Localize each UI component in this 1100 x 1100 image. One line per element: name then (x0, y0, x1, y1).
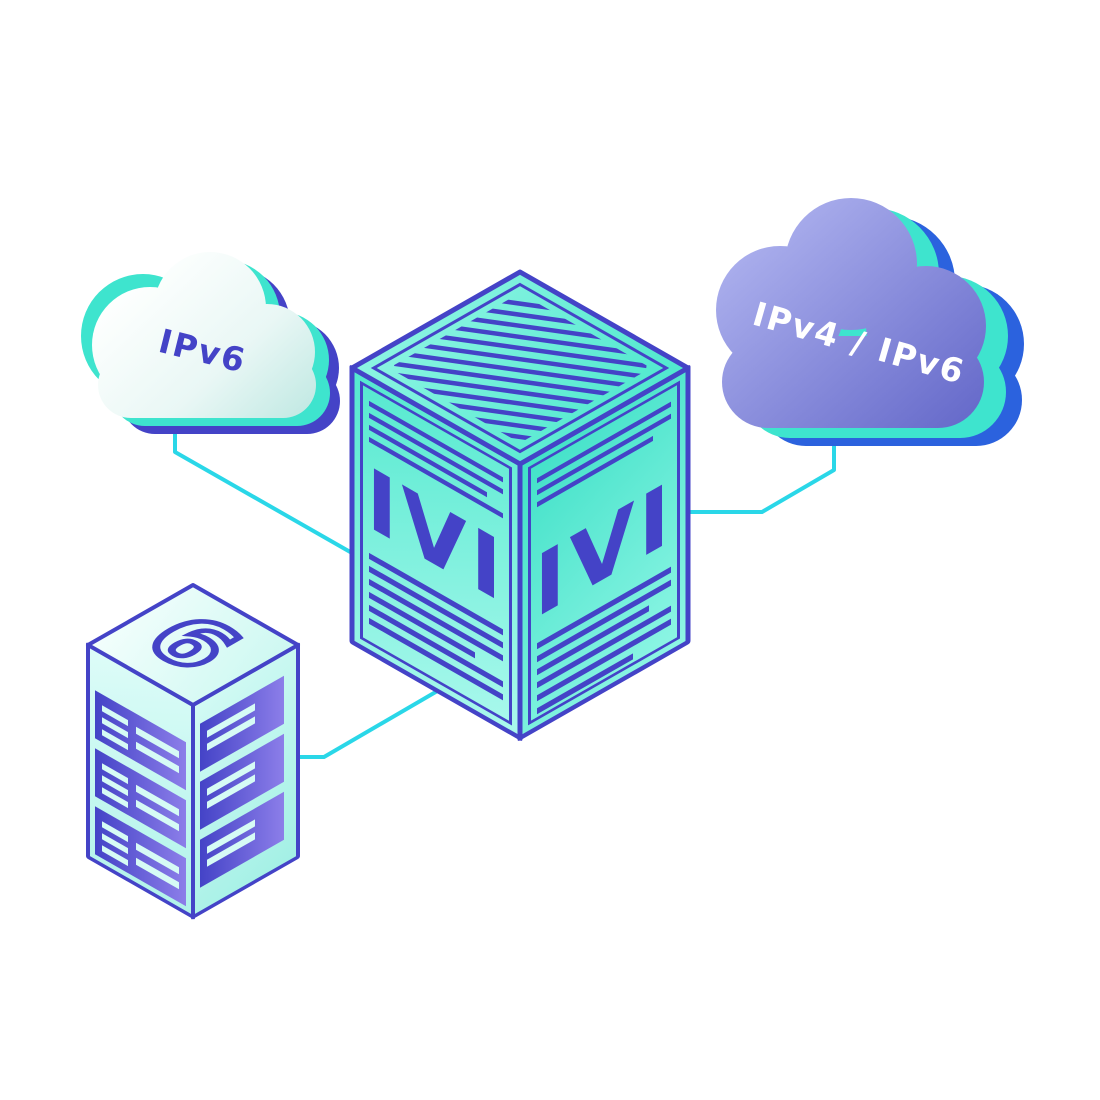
vent-slot (102, 705, 128, 727)
cloud-body (716, 198, 986, 428)
vent-slot (102, 763, 128, 785)
server-right-face (191, 642, 300, 920)
stripe-line (537, 618, 671, 702)
inner-frame (370, 282, 670, 454)
stripe-line (369, 424, 487, 498)
stripe-line (369, 591, 475, 659)
drive-slot (136, 726, 179, 759)
server-unit (200, 733, 284, 830)
stripe-line (369, 578, 503, 662)
drive-slot (207, 819, 255, 854)
stripe-line (537, 605, 671, 689)
stripe-line (537, 435, 653, 508)
stripe-line (369, 436, 503, 519)
server-unit (200, 675, 284, 772)
drive-slot (207, 774, 255, 809)
vent-slot (102, 787, 128, 809)
dual-stack-cloud: IPv4 / IPv6 (716, 198, 1024, 446)
stripe-line (395, 350, 644, 390)
vent-slot (102, 845, 128, 867)
drive-slot (207, 832, 255, 867)
server-left-face (86, 642, 195, 920)
stripe-line (537, 653, 633, 715)
face-stripes (537, 566, 671, 715)
stripe-line (369, 400, 503, 483)
stripe-line (392, 372, 641, 412)
stripe-line (369, 617, 503, 701)
drive-slot (207, 716, 255, 751)
stripe-line (369, 552, 503, 636)
server-unit (200, 791, 284, 888)
stripe-line (398, 328, 647, 369)
server-unit (95, 690, 186, 791)
ipv6-cloud: IPv6 (81, 252, 340, 434)
drive-slot (136, 842, 179, 875)
inner-frame (528, 380, 680, 726)
drive-slot (136, 799, 179, 832)
face-stripes (369, 400, 503, 519)
vent-slot (102, 729, 128, 751)
drive-slot (136, 741, 179, 774)
drive-slot (136, 857, 179, 890)
ivi-box-right-face: IVI (517, 365, 691, 741)
face-stripes (369, 552, 503, 701)
drive-slot (207, 761, 255, 796)
stripe-line (537, 413, 671, 496)
stripe-line (397, 339, 646, 379)
drive-slot (136, 784, 179, 817)
server-unit (95, 748, 186, 849)
stripe-line (537, 605, 649, 676)
face-stripes (537, 401, 671, 508)
stripe-line (537, 579, 671, 663)
vent-slot (102, 775, 128, 797)
vent-slot (102, 821, 128, 843)
cloud-body (92, 252, 316, 418)
stripe-line (537, 566, 671, 650)
stripe-line (369, 412, 503, 495)
stripe-line (369, 604, 503, 688)
vent-slot (102, 833, 128, 855)
stripe-line (537, 401, 671, 484)
stripe-line (394, 361, 643, 401)
ipv6-server-rack: 6 (86, 583, 300, 920)
server-unit (95, 806, 186, 907)
server-top-face (86, 583, 300, 707)
ivi-translator-box: IVI IVI (349, 269, 691, 741)
inner-frame (360, 380, 512, 726)
stripe-line (400, 317, 649, 358)
connector-server-to-ivi-box (298, 670, 472, 759)
stripe-line (369, 565, 503, 649)
vent-slot (102, 717, 128, 739)
drive-slot (207, 703, 255, 738)
